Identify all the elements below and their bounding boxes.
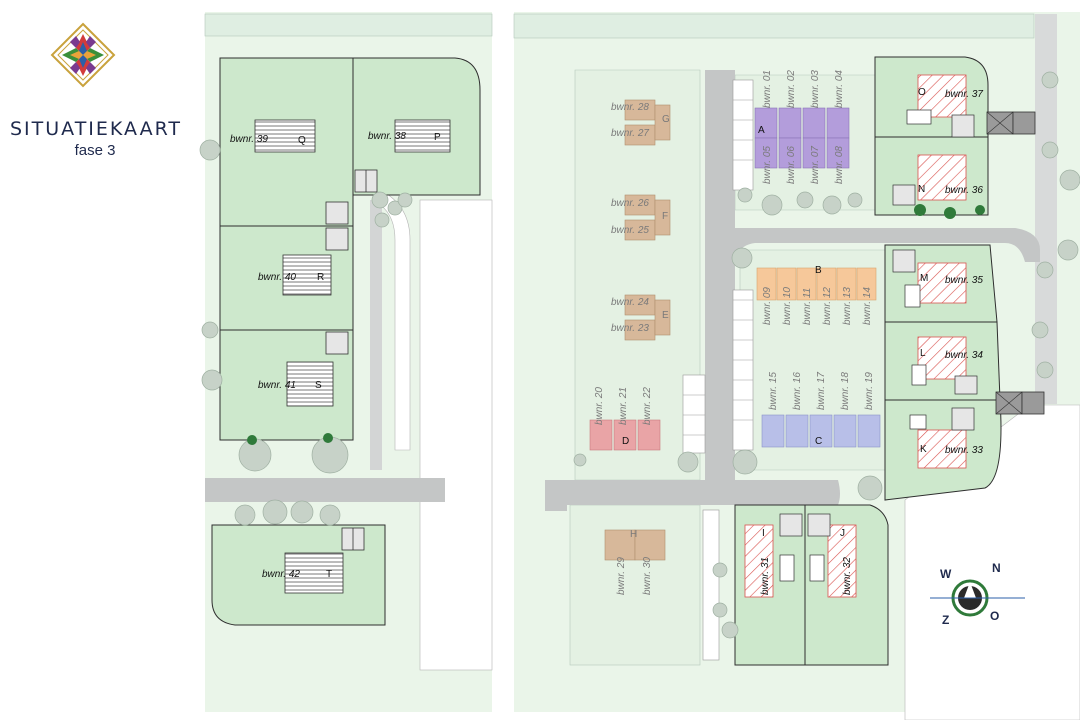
block-c-letter: C bbox=[815, 436, 822, 447]
block-f-unit: bwnr. 25 bbox=[611, 225, 649, 236]
block-b-unit: bwnr. 12 bbox=[822, 287, 833, 325]
plot-32-letter: J bbox=[840, 528, 845, 539]
block-a-unit: bwnr. 07 bbox=[810, 146, 821, 184]
plot-35-number: bwnr. 35 bbox=[945, 275, 983, 286]
page-title: SITUATIEKAART bbox=[10, 118, 182, 140]
block-d-unit: bwnr. 22 bbox=[642, 387, 653, 425]
plot-36-letter: N bbox=[918, 184, 925, 195]
plot-33-letter: K bbox=[920, 444, 927, 455]
plot-40-number: bwnr. 40 bbox=[258, 272, 296, 283]
block-a-unit: bwnr. 01 bbox=[762, 70, 773, 108]
plot-34-letter: L bbox=[920, 348, 926, 359]
block-c-unit: bwnr. 16 bbox=[792, 372, 803, 410]
plot-40-letter: R bbox=[317, 272, 324, 283]
block-h-unit: bwnr. 30 bbox=[642, 557, 653, 595]
page-subtitle: fase 3 bbox=[74, 142, 116, 159]
block-c-unit: bwnr. 15 bbox=[768, 372, 779, 410]
plot-38-number: bwnr. 38 bbox=[368, 131, 406, 142]
title-block: SITUATIEKAART fase 3 bbox=[10, 118, 180, 159]
block-d-unit: bwnr. 20 bbox=[594, 387, 605, 425]
block-g-unit: bwnr. 27 bbox=[611, 128, 649, 139]
plot-36-number: bwnr. 36 bbox=[945, 185, 983, 196]
block-f-unit: bwnr. 26 bbox=[611, 198, 649, 209]
plot-31-letter: I bbox=[762, 528, 765, 539]
block-a-unit: bwnr. 06 bbox=[786, 146, 797, 184]
logo bbox=[50, 22, 116, 88]
plot-32-number: bwnr. 32 bbox=[842, 557, 853, 595]
block-b-unit: bwnr. 13 bbox=[842, 287, 853, 325]
plot-33-number: bwnr. 33 bbox=[945, 445, 983, 456]
block-c-unit: bwnr. 17 bbox=[816, 372, 827, 410]
block-a-letter: A bbox=[758, 125, 765, 136]
block-e-letter: E bbox=[662, 310, 669, 321]
block-b-letter: B bbox=[815, 265, 822, 276]
compass-west: W bbox=[940, 567, 952, 581]
plot-41-number: bwnr. 41 bbox=[258, 380, 296, 391]
plot-34-number: bwnr. 34 bbox=[945, 350, 983, 361]
plot-41-letter: S bbox=[315, 380, 322, 391]
plot-42-letter: T bbox=[326, 569, 332, 580]
compass-north: N bbox=[992, 561, 1001, 575]
plot-37-letter: O bbox=[918, 87, 926, 98]
block-e-unit: bwnr. 24 bbox=[611, 297, 649, 308]
block-g-unit: bwnr. 28 bbox=[611, 102, 649, 113]
plot-42-number: bwnr. 42 bbox=[262, 569, 300, 580]
plot-31-number: bwnr. 31 bbox=[760, 557, 771, 595]
block-b-unit: bwnr. 14 bbox=[862, 287, 873, 325]
block-e-unit: bwnr. 23 bbox=[611, 323, 649, 334]
block-d-unit: bwnr. 21 bbox=[618, 387, 629, 425]
block-a-unit: bwnr. 04 bbox=[834, 70, 845, 108]
block-c-unit: bwnr. 19 bbox=[864, 372, 875, 410]
plot-39-number: bwnr. 39 bbox=[230, 134, 268, 145]
block-d-letter: D bbox=[622, 436, 629, 447]
left-section: bwnr. 39 Q bwnr. 38 P bwnr. 40 R bwnr. 4… bbox=[199, 12, 493, 712]
compass-south: Z bbox=[942, 613, 949, 627]
compass: N O Z W bbox=[930, 561, 1025, 627]
block-h-letter: H bbox=[630, 529, 637, 540]
block-a-unit: bwnr. 02 bbox=[786, 70, 797, 108]
block-f-letter: F bbox=[662, 211, 668, 222]
plot-39-letter: Q bbox=[298, 135, 306, 146]
block-a-unit: bwnr. 05 bbox=[762, 146, 773, 184]
right-section: O bwnr. 37 N bwnr. 36 M bwnr. 35 L bwnr.… bbox=[513, 12, 1080, 720]
block-b-unit: bwnr. 09 bbox=[762, 287, 773, 325]
block-h-unit: bwnr. 29 bbox=[616, 557, 627, 595]
block-a-unit: bwnr. 08 bbox=[834, 146, 845, 184]
block-b-unit: bwnr. 10 bbox=[782, 287, 793, 325]
block-b-unit: bwnr. 11 bbox=[802, 288, 813, 325]
plot-35-letter: M bbox=[920, 273, 928, 284]
plot-38-letter: P bbox=[434, 132, 441, 143]
block-g-letter: G bbox=[662, 114, 670, 125]
compass-east: O bbox=[990, 609, 999, 623]
plot-37-number: bwnr. 37 bbox=[945, 89, 983, 100]
block-a-unit: bwnr. 03 bbox=[810, 70, 821, 108]
block-c-unit: bwnr. 18 bbox=[840, 372, 851, 410]
